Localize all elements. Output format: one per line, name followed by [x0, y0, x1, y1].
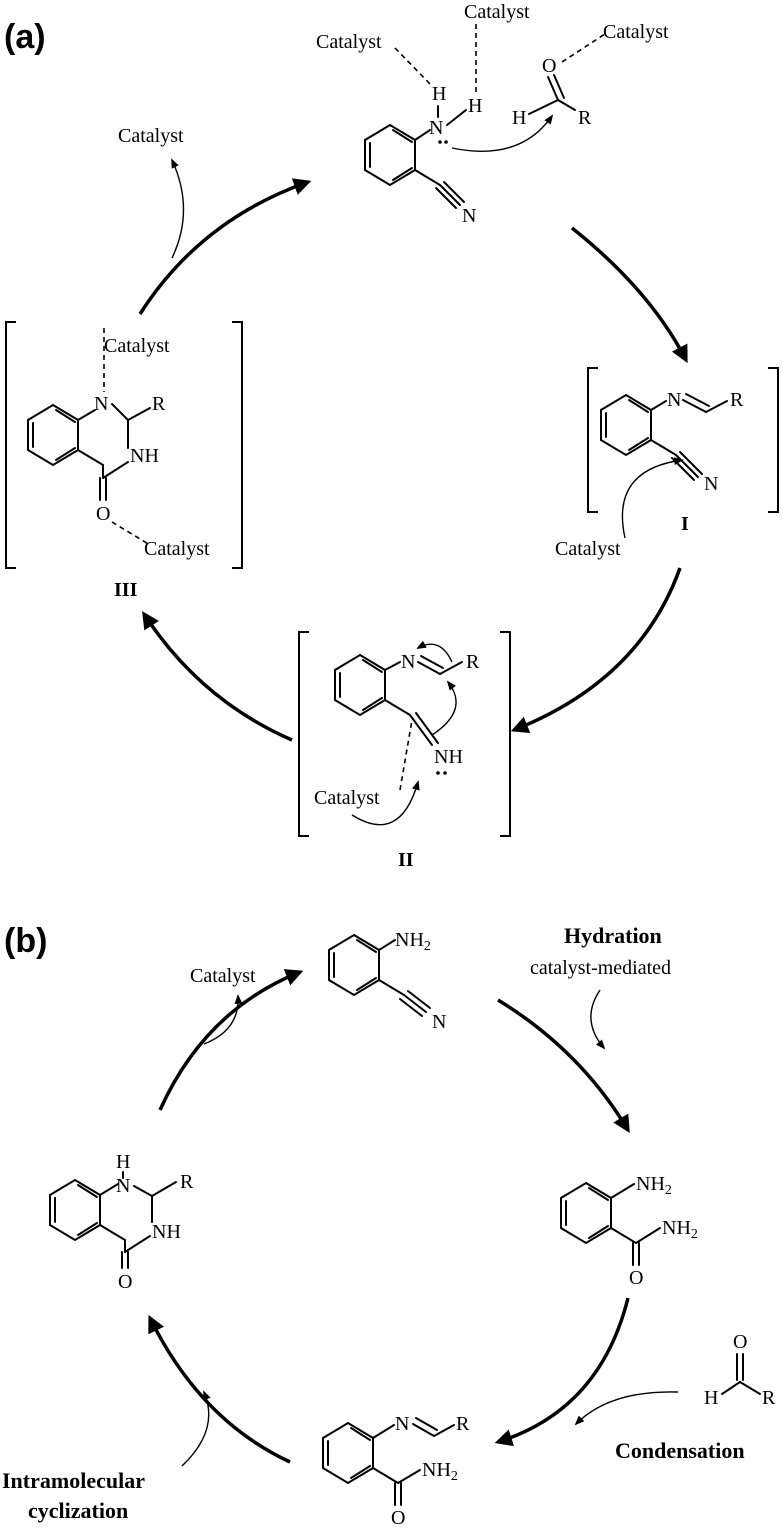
- a-top-amine-h1: H: [432, 83, 446, 105]
- b-top-nitrile-n: N: [432, 1011, 446, 1033]
- b-product-n1: N: [116, 1175, 130, 1197]
- a-catalyst-top-left: Catalyst: [316, 31, 382, 53]
- b-aldehyde-o: O: [733, 1331, 747, 1353]
- b-condensation-label: Condensation: [615, 1438, 745, 1463]
- a-catalyst-top-mid: Catalyst: [464, 1, 530, 23]
- b-top-molecule: NH2 N: [328, 929, 446, 1033]
- a-I-nitrile-n: N: [704, 473, 718, 495]
- a-III-o: O: [96, 503, 110, 525]
- a-catalyst-released: Catalyst: [118, 125, 184, 147]
- a-II-nh: NH: [434, 746, 463, 768]
- a-catalyst-III-top: Catalyst: [104, 335, 170, 357]
- b-arrow-imine-to-product: [148, 1314, 291, 1464]
- b-aldehyde-r: R: [762, 1387, 776, 1409]
- a-II-r: R: [466, 651, 480, 673]
- b-arrow-top-to-amide: [497, 998, 630, 1134]
- a-III-nh: NH: [130, 445, 159, 467]
- b-product-nh: NH: [152, 1221, 181, 1243]
- b-imine-o: O: [391, 1507, 405, 1529]
- a-II-imine-n: N: [401, 651, 415, 673]
- panel-a-label: (a): [4, 18, 46, 56]
- b-hydration-label: Hydration: [564, 923, 662, 948]
- a-top-amine-h2: H: [468, 95, 482, 117]
- a-intermediate-II: N R NH Catalyst II: [298, 631, 511, 871]
- b-catalyst: Catalyst: [190, 965, 256, 987]
- b-imine-r: R: [456, 1413, 470, 1435]
- a-catalyst-I: Catalyst: [555, 538, 621, 560]
- a-III-r: R: [152, 393, 166, 415]
- b-cyclization-label-2: cyclization: [28, 1498, 128, 1523]
- a-I-r: R: [730, 389, 744, 411]
- a-intermediate-III: N R NH O Catalyst Catalyst III: [5, 321, 243, 601]
- b-imine-n: N: [395, 1413, 409, 1435]
- a-aldehyde-r: R: [578, 107, 592, 129]
- b-aminobenzamide-nh2-amide: NH2: [662, 1217, 698, 1242]
- b-imine-benzamide: N R NH2 O: [322, 1413, 470, 1529]
- b-aldehyde: O H R: [704, 1331, 776, 1409]
- b-arrow-product-to-top: [158, 969, 304, 1111]
- b-hydration-sublabel: catalyst-mediated: [530, 957, 671, 979]
- a-arrow-III-to-top: [138, 178, 312, 315]
- b-product-h: H: [116, 1151, 130, 1173]
- b-product: H N R NH O: [49, 1151, 194, 1293]
- a-top-nitrile-n: N: [462, 205, 476, 227]
- a-label-II: II: [398, 849, 414, 871]
- a-aldehyde-o: O: [542, 55, 556, 77]
- a-aldehyde-h: H: [512, 107, 526, 129]
- a-catalyst-III-bottom: Catalyst: [144, 538, 210, 560]
- a-catalyst-top-right: Catalyst: [603, 21, 669, 43]
- panel-b-label: (b): [4, 922, 47, 960]
- a-intermediate-I: N R N I Catalyst: [555, 367, 779, 560]
- b-arrow-amide-to-imine: [494, 1297, 630, 1447]
- a-III-n1: N: [94, 393, 108, 415]
- b-cyclization-label-1: Intramolecular: [2, 1468, 145, 1493]
- a-label-I: I: [681, 513, 689, 535]
- a-top-molecule: N N H H Catalyst Catalyst Catalyst O H R: [316, 1, 669, 227]
- a-arrow-I-to-II: [510, 567, 682, 733]
- a-arrow-top-to-I: [570, 226, 688, 364]
- b-aminobenzamide-nh2-top: NH2: [636, 1173, 672, 1198]
- a-I-imine-n: N: [667, 389, 681, 411]
- b-aminobenzamide: NH2 NH2 O: [560, 1173, 698, 1289]
- b-top-nh2: NH2: [395, 929, 431, 954]
- a-top-amine-n: N: [429, 117, 443, 139]
- a-catalyst-II: Catalyst: [314, 787, 380, 809]
- b-aminobenzamide-o: O: [629, 1267, 643, 1289]
- b-imine-amide-nh2: NH2: [422, 1459, 458, 1484]
- a-arrow-II-to-III: [142, 611, 293, 742]
- b-aldehyde-h: H: [704, 1387, 718, 1409]
- b-product-r: R: [180, 1171, 194, 1193]
- b-product-o: O: [118, 1271, 132, 1293]
- a-label-III: III: [114, 579, 138, 601]
